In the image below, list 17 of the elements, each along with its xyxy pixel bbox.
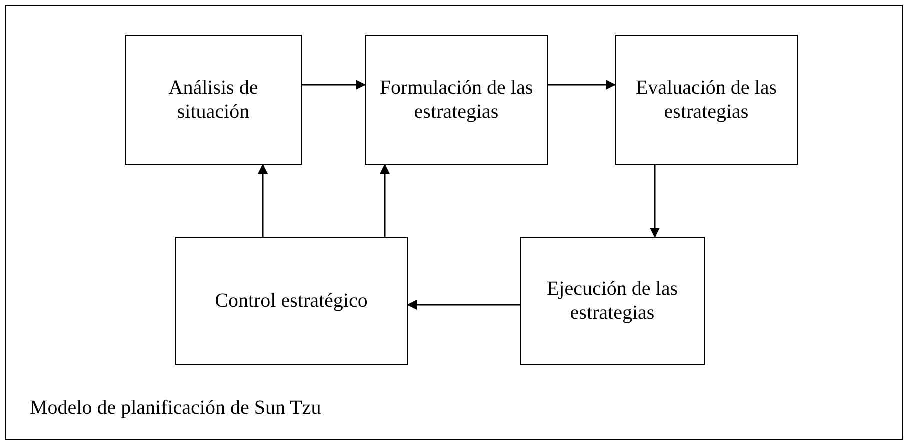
arrow (380, 164, 390, 237)
caption: Modelo de planificación de Sun Tzu (30, 397, 322, 420)
box-label: Formulación de las estrategias (378, 76, 534, 124)
arrow (548, 80, 616, 90)
arrow (650, 165, 660, 238)
process-box (175, 237, 408, 365)
box-label: Evaluación de las estrategias (634, 76, 778, 124)
process-box (125, 35, 302, 165)
box-label: Control estratégico (214, 289, 369, 313)
process-box (365, 35, 548, 165)
box-label: Ejecución de las estrategias (546, 277, 680, 325)
arrow (302, 80, 366, 90)
arrow (407, 300, 520, 310)
arrow (258, 164, 268, 237)
process-box (615, 35, 798, 165)
box-label: Análisis de situación (168, 76, 260, 124)
process-box (520, 237, 705, 365)
